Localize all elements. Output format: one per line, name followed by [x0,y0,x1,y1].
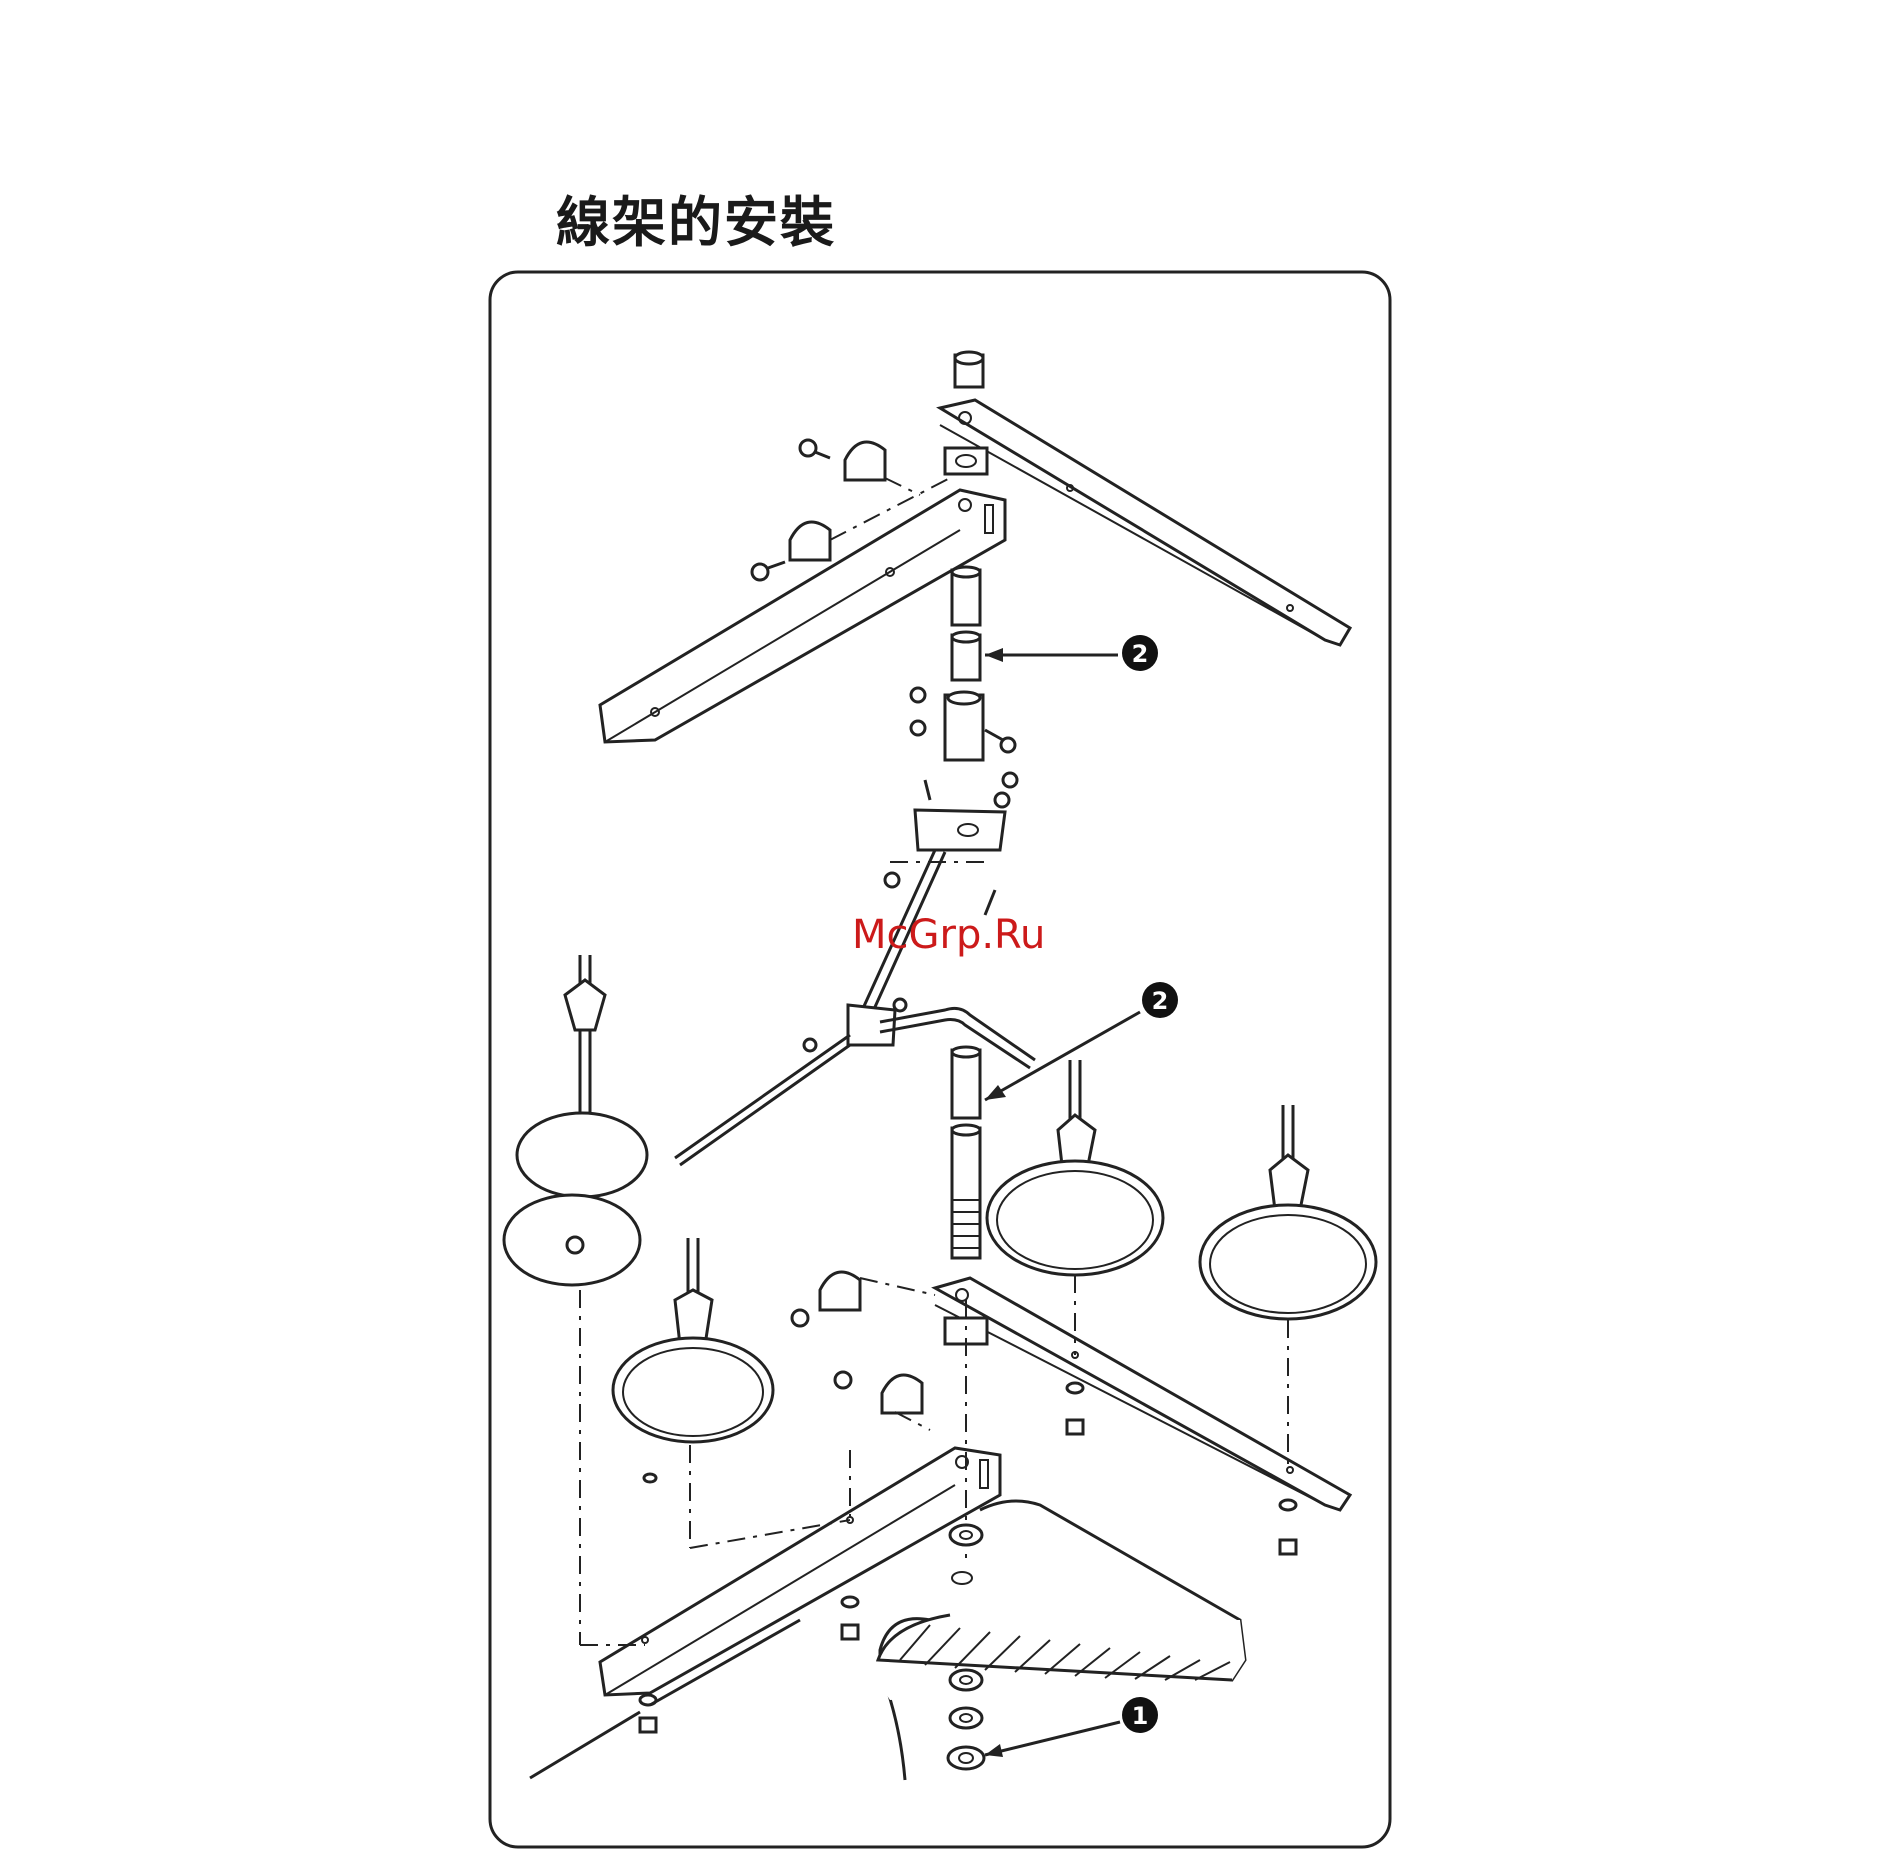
callout-1: 1 [1122,1697,1158,1733]
callout-1-label: 1 [1132,1702,1149,1730]
lower-clamps [792,1272,935,1430]
callout-2-lower: 2 [1142,982,1178,1018]
callout-1-leader [985,1722,1120,1755]
callout-1-arrowhead [985,1744,1003,1757]
spool-plate-center [987,1060,1163,1275]
callout-2-lower-label: 2 [1152,987,1169,1015]
pipe-joint [911,688,1017,807]
callout-2-lower-arrowhead [985,1085,1006,1100]
callout-2-upper-arrowhead [985,648,1003,662]
upper-pipe [952,567,980,680]
upper-cap-nut [955,352,983,387]
watermark: McGrp.Ru [852,912,1045,958]
callout-2-upper: 2 [1122,635,1158,671]
callout-2-upper-label: 2 [1132,640,1149,668]
spool-plate-left-upper [504,955,647,1285]
callout-2-lower-leader [985,1012,1140,1100]
spool-plate-left-lower [613,1238,773,1442]
spreader-block [885,810,1005,915]
lower-pipe [952,1047,980,1258]
spool-plate-right [1200,1105,1376,1319]
under-table-washers [948,1670,984,1769]
upper-bracket [945,448,987,474]
